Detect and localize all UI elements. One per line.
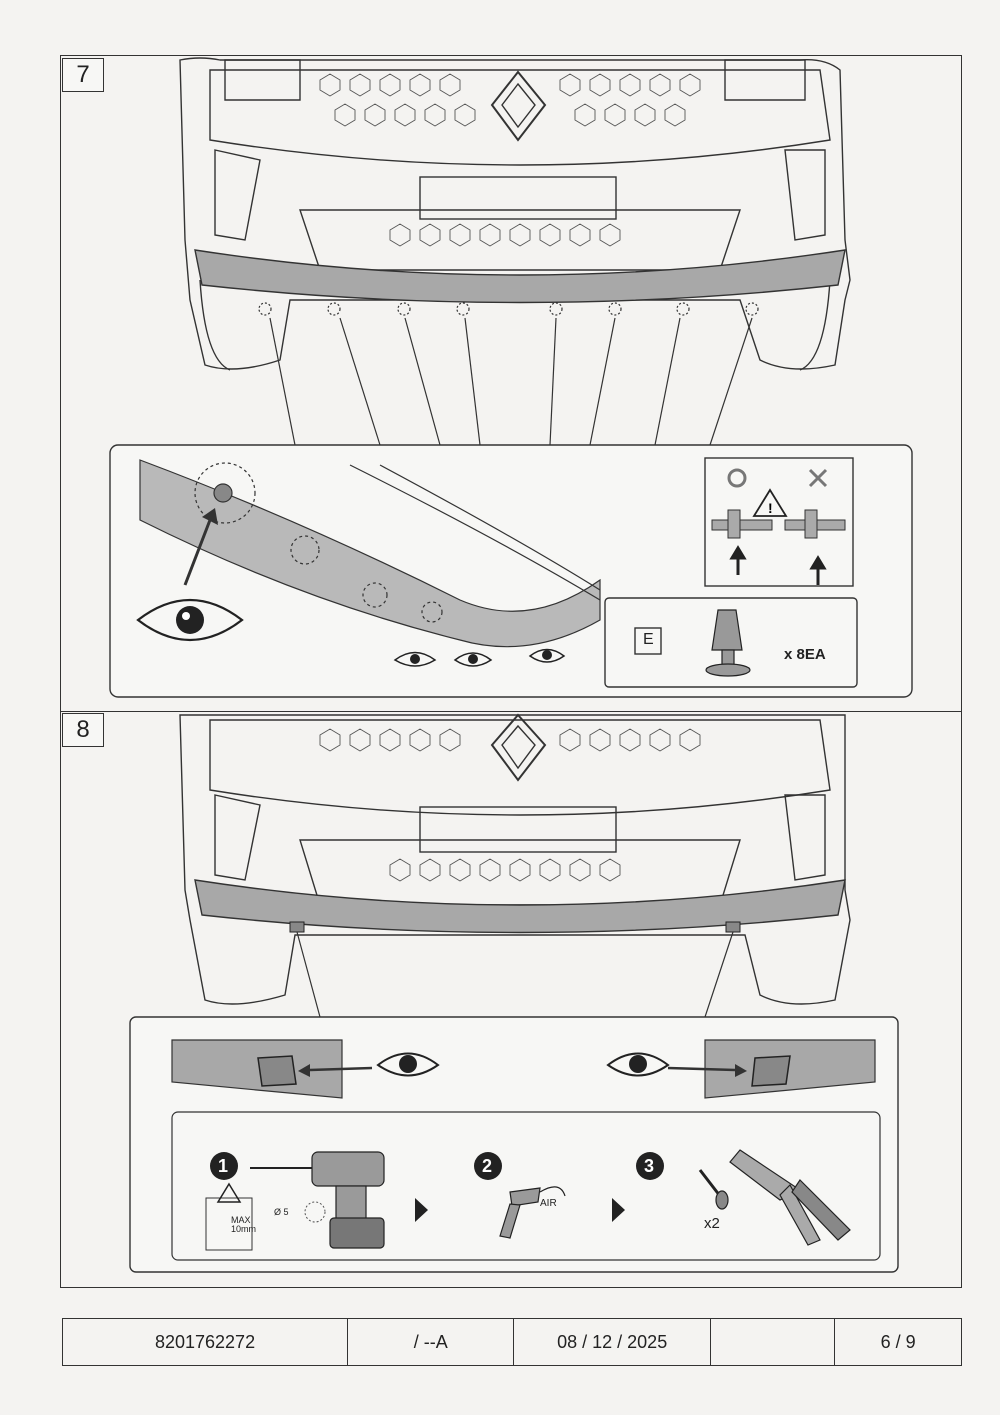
air-label: AIR [540,1198,557,1209]
title-block: 8201762272 / --A 08 / 12 / 2025 6 / 9 [62,1318,962,1366]
ng-cross-icon [808,468,828,488]
part-number: 8201762272 [63,1319,349,1365]
substep-2-number: 2 [482,1156,493,1176]
license-plate [419,176,617,220]
step-8-number: 8 [62,713,104,747]
revision: / --A [348,1319,515,1365]
rivet-icon [698,1169,729,1210]
air-blow-gun-icon [499,1186,566,1239]
rivet-gun-icon [729,1149,851,1246]
leader-lines [269,317,753,446]
substep-1-number: 1 [218,1156,229,1176]
push-clip-icon [705,609,751,677]
drill-icon [250,1151,385,1249]
eye-icons-step8 [376,1052,670,1077]
max-depth-note: MAX 10mm [231,1215,257,1234]
svg-text:!: ! [768,500,773,516]
ok-circle-icon [727,468,747,488]
step-7-number: 7 [62,58,104,92]
date: 08 / 12 / 2025 [514,1319,711,1365]
hex-grille-pattern [319,73,701,247]
rivet-quantity: x2 [704,1215,720,1232]
part-quantity: x 8EA [784,646,826,663]
lower-skid-plate [194,249,846,304]
car-front-outline [179,57,851,370]
clip-markers [258,302,759,316]
step-divider [60,711,962,712]
substep-number-circles [210,1152,664,1180]
eye-icon [136,598,244,642]
arrow-separators [415,1198,625,1222]
page-frame [60,55,962,1288]
empty-cell [711,1319,836,1365]
left-skid-detail [171,1039,343,1099]
small-eye-icons [393,648,566,667]
page-number: 6 / 9 [880,1331,916,1352]
brand-logo [490,70,547,142]
drill-diameter: Ø 5 [274,1207,289,1217]
substep-3-number: 3 [644,1156,655,1176]
warning-icon [752,488,788,517]
right-skid-detail [704,1039,876,1099]
part-letter: E [643,631,654,648]
